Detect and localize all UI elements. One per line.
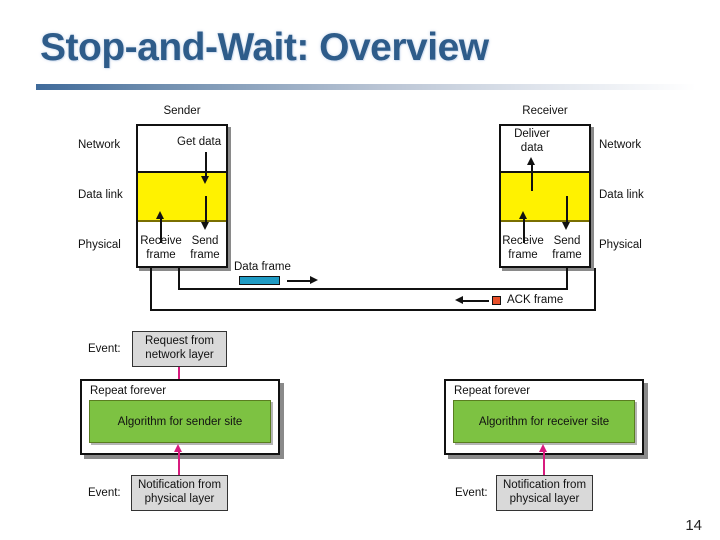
data-frame-block: [239, 276, 280, 285]
receiver-receive-frame-arrowhead: [518, 211, 527, 219]
receiver-layer-label-data-link: Data link: [599, 189, 644, 201]
receiver-send-frame-arrow-line: [566, 196, 568, 226]
sender-get-data-arrowhead: [200, 176, 209, 184]
data-frame-channel: [178, 268, 568, 290]
receiver-receive-frame-label-line2: frame: [508, 249, 538, 261]
receiver-receive-frame-label-line1: Receive: [502, 235, 544, 247]
sender-receive-frame-label-line2: frame: [146, 249, 176, 261]
receiver-deliver-data-label-line1: Deliver: [514, 128, 550, 140]
data-frame-label: Data frame: [234, 261, 291, 273]
ack-frame-direction-arrowhead: [455, 296, 463, 304]
sender-event-top-line2: network layer: [145, 349, 214, 361]
page-title: Stop-and-Wait: Overview: [40, 26, 489, 69]
ack-frame-channel: [150, 268, 596, 311]
ack-frame-direction-arrow-line: [461, 300, 489, 302]
sender-repeat-forever-label: Repeat forever: [90, 385, 167, 397]
receiver-protocol-stack: [499, 124, 591, 268]
receiver-event-bottom-box[interactable]: Notification from physical layer: [496, 475, 593, 511]
receiver-event-bottom-word: Event:: [455, 487, 488, 499]
ack-frame-label: ACK frame: [507, 294, 564, 306]
receiver-repeat-forever-label: Repeat forever: [454, 385, 531, 397]
sender-event-top-line1: Request from: [144, 335, 215, 348]
receiver-receive-frame-arrow-line: [523, 215, 525, 243]
sender-heading: Sender: [163, 105, 201, 117]
sender-data-link-band: [138, 171, 226, 222]
title-underline-rule: [36, 84, 696, 90]
ack-frame-block: [492, 296, 501, 305]
receiver-deliver-data-arrow-line: [531, 161, 533, 191]
sender-event-bottom-line1: Notification from: [137, 479, 222, 492]
page-number: 14: [685, 517, 702, 534]
receiver-algorithm-label: Algorithm for receiver site: [478, 415, 610, 428]
sender-receive-frame-label-line1: Receive: [140, 235, 182, 247]
receiver-send-frame-arrowhead: [561, 222, 570, 230]
receiver-layer-label-physical: Physical: [599, 239, 642, 251]
sender-layer-label-data-link: Data link: [78, 189, 123, 201]
sender-event-bottom-box[interactable]: Notification from physical layer: [131, 475, 228, 511]
receiver-data-link-band: [501, 171, 589, 222]
receiver-send-frame-label-line1: Send: [553, 235, 581, 247]
sender-send-frame-label-line1: Send: [191, 235, 219, 247]
sender-event-bottom-arrowhead: [173, 444, 182, 452]
sender-event-top-word: Event:: [88, 343, 121, 355]
sender-receive-frame-arrowhead: [155, 211, 164, 219]
receiver-deliver-data-arrowhead: [526, 157, 535, 165]
receiver-heading: Receiver: [522, 105, 568, 117]
sender-layer-label-physical: Physical: [78, 239, 121, 251]
sender-get-data-arrow-line: [205, 152, 207, 179]
receiver-deliver-data-label-line2: data: [520, 142, 544, 154]
receiver-event-bottom-arrowhead: [538, 444, 547, 452]
receiver-event-bottom-line2: physical layer: [509, 493, 580, 505]
sender-get-data-label: Get data: [177, 136, 222, 148]
receiver-send-frame-label-line2: frame: [552, 249, 582, 261]
receiver-layer-label-network: Network: [599, 139, 642, 151]
sender-receive-frame-arrow-line: [160, 215, 162, 243]
sender-send-frame-arrow-line: [205, 196, 207, 226]
sender-send-frame-arrowhead: [200, 222, 209, 230]
sender-protocol-stack: [136, 124, 228, 268]
receiver-event-bottom-arrow-line: [543, 448, 546, 476]
receiver-event-bottom-line1: Notification from: [502, 479, 587, 492]
data-frame-direction-arrow-line: [287, 280, 312, 282]
sender-event-top-box[interactable]: Request from network layer: [132, 331, 227, 367]
sender-send-frame-label-line2: frame: [190, 249, 220, 261]
sender-algorithm-label: Algorithm for sender site: [117, 415, 243, 428]
sender-event-bottom-word: Event:: [88, 487, 121, 499]
sender-event-bottom-line2: physical layer: [144, 493, 215, 505]
sender-event-bottom-arrow-line: [178, 448, 181, 476]
sender-layer-label-network: Network: [78, 139, 121, 151]
data-frame-direction-arrowhead: [310, 276, 318, 284]
sender-algorithm-box[interactable]: Algorithm for sender site: [89, 400, 271, 443]
receiver-algorithm-box[interactable]: Algorithm for receiver site: [453, 400, 635, 443]
